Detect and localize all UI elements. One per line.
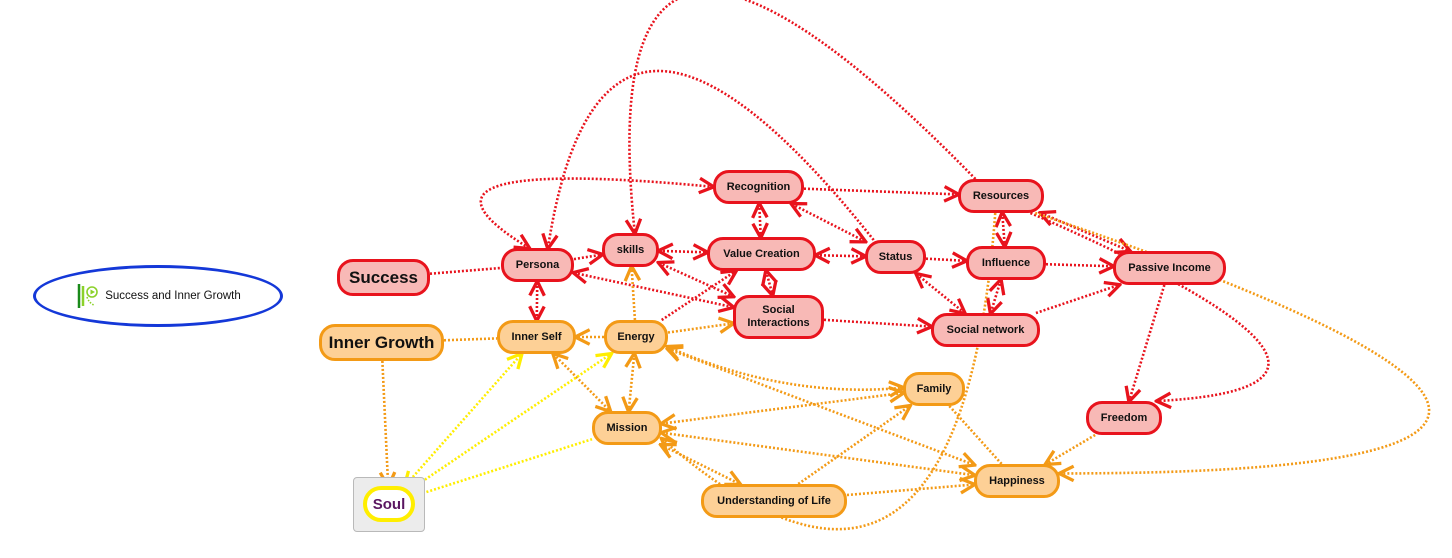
connector-persona-to-skills — [573, 255, 602, 260]
connector-energy-to-skills — [632, 267, 635, 321]
node-mission[interactable]: Mission — [592, 411, 662, 445]
node-energy[interactable]: Energy — [604, 320, 668, 354]
connector-status-to-persona — [548, 69, 875, 248]
connector-understanding-of-life-to-family — [797, 406, 909, 486]
connector-status-to-social-network — [916, 274, 964, 313]
node-success[interactable]: Success — [337, 259, 430, 296]
connector-persona-to-inner-self — [537, 282, 538, 320]
node-soul[interactable]: Soul — [363, 486, 415, 522]
connector-energy-to-family — [668, 347, 903, 390]
node-social-interactions[interactable]: Social Interactions — [733, 295, 824, 339]
connector-soul-to-mission — [414, 437, 593, 497]
connector-recognition-to-value-creation — [759, 204, 760, 237]
connector-soul-to-inner-self — [405, 354, 522, 486]
connector-inner-growth-to-inner-self — [443, 337, 498, 342]
connector-value-creation-to-status — [816, 255, 865, 256]
connector-resources-to-skills — [629, 0, 977, 233]
connector-inner-growth-to-soul — [382, 360, 388, 486]
connector-recognition-to-resources — [803, 189, 958, 195]
node-influence[interactable]: Influence — [966, 246, 1046, 280]
connector-energy-to-mission — [629, 354, 635, 411]
connector-resources-to-passive-income — [1041, 213, 1130, 251]
node-skills[interactable]: skills — [602, 233, 659, 267]
node-understanding-of-life[interactable]: Understanding of Life — [701, 484, 847, 518]
connector-energy-to-happiness — [668, 349, 974, 465]
connector-resources-to-freedom — [1029, 211, 1270, 401]
node-freedom[interactable]: Freedom — [1086, 401, 1162, 435]
connector-resources-to-influence — [1002, 213, 1004, 246]
map-title-oval[interactable]: Success and Inner Growth — [33, 265, 283, 327]
node-value-creation[interactable]: Value Creation — [707, 237, 816, 271]
connector-skills-to-value-creation — [659, 251, 707, 252]
node-resources[interactable]: Resources — [958, 179, 1044, 213]
connector-recognition-to-status — [792, 204, 865, 241]
connector-energy-to-social-interactions — [667, 323, 733, 332]
connector-resources-to-mission — [662, 212, 997, 531]
connector-value-creation-to-social-interactions — [766, 271, 772, 295]
connector-understanding-of-life-to-happiness — [846, 485, 974, 497]
node-passive-income[interactable]: Passive Income — [1113, 251, 1226, 285]
connector-social-network-to-passive-income — [1035, 285, 1119, 315]
connector-energy-to-value-creation — [660, 271, 736, 322]
connector-influence-to-passive-income — [1045, 264, 1113, 266]
node-recognition[interactable]: Recognition — [713, 170, 804, 204]
connector-status-to-influence — [925, 259, 966, 261]
node-happiness[interactable]: Happiness — [974, 464, 1060, 498]
connector-inner-self-to-mission — [553, 354, 610, 411]
connector-freedom-to-happiness — [1046, 433, 1096, 464]
node-persona[interactable]: Persona — [501, 248, 574, 282]
node-social-network[interactable]: Social network — [931, 313, 1040, 347]
node-status[interactable]: Status — [865, 240, 926, 274]
connector-influence-to-social-network — [991, 280, 1001, 313]
connector-social-interactions-to-social-network — [823, 320, 931, 327]
connector-mission-to-family — [662, 393, 903, 424]
node-inner-growth[interactable]: Inner Growth — [319, 324, 444, 361]
connector-family-to-happiness — [948, 405, 1003, 465]
connector-passive-income-to-freedom — [1129, 284, 1166, 401]
node-family[interactable]: Family — [903, 372, 965, 406]
connector-persona-to-social-interactions — [574, 273, 733, 307]
node-inner-self[interactable]: Inner Self — [497, 320, 576, 354]
connector-mission-to-happiness — [662, 433, 974, 475]
connector-resources-to-happiness — [1034, 211, 1431, 473]
connector-persona-to-recognition — [479, 179, 713, 248]
connector-mission-to-understanding-of-life — [661, 445, 740, 484]
connector-skills-to-social-interactions — [659, 263, 733, 297]
mindmap-topic-icon — [77, 284, 99, 308]
connector-soul-to-energy — [414, 354, 611, 488]
connector-success-to-persona — [429, 266, 502, 276]
map-title-label: Success and Inner Growth — [105, 290, 241, 302]
